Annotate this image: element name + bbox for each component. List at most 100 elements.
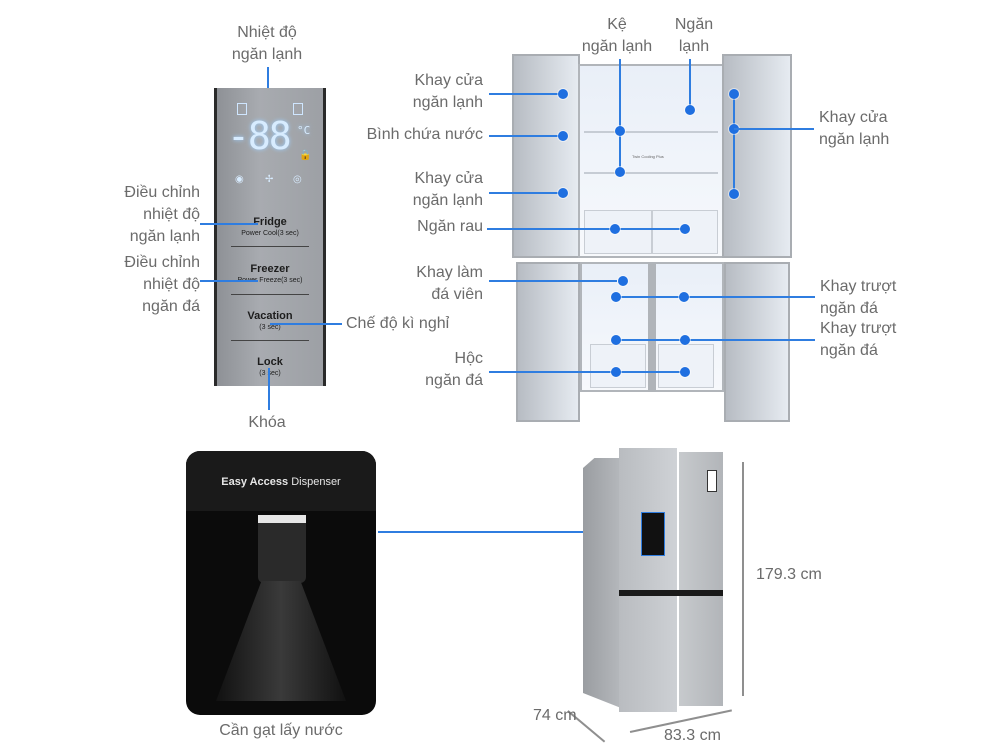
vacation-button-sub: (3 sec) xyxy=(259,324,281,331)
lock-icon: 🔒 xyxy=(299,150,312,161)
callout-line xyxy=(200,223,258,225)
vacation-icon: ✢ xyxy=(265,174,274,185)
fridge-side xyxy=(583,458,621,708)
dispenser-light xyxy=(258,515,306,523)
label-fridge-shelf: Kệ ngăn lạnh xyxy=(581,16,653,55)
callout-line xyxy=(489,192,563,194)
energy-label xyxy=(707,470,717,492)
label-ice-maker-tray: Khay làm đá viên xyxy=(416,264,483,303)
callout-dot xyxy=(611,335,621,345)
callout-line xyxy=(733,94,735,194)
dispenser-title-bold: Easy Access xyxy=(221,476,289,488)
label-door-tray-right: Khay cửa ngăn lạnh xyxy=(819,109,890,148)
divider xyxy=(231,340,309,341)
shelf-brand-text: Twin Cooling Plus xyxy=(632,154,664,159)
freezer-box-left xyxy=(590,344,646,388)
callout-dot xyxy=(729,89,739,99)
callout-dot xyxy=(558,188,568,198)
label-adjust-freezer: Điều chỉnh nhiệt độ ngăn đá xyxy=(124,254,200,315)
fridge-interior-image: Twin Cooling Plus xyxy=(512,54,792,428)
freezer-mode-icon xyxy=(293,103,303,115)
label-dispenser-lever: Cần gạt lấy nước xyxy=(219,722,343,739)
freezer-button-title: Freezer xyxy=(250,263,290,275)
label-adjust-fridge: Điều chỉnh nhiệt độ ngăn lạnh xyxy=(124,184,200,245)
callout-dot xyxy=(685,105,695,115)
shelf xyxy=(584,131,718,133)
freezer-box-right xyxy=(658,344,714,388)
callout-dot xyxy=(729,189,739,199)
callout-dot xyxy=(680,367,690,377)
label-lock: Khóa xyxy=(248,414,286,431)
label-fridge-compartment: Ngăn lạnh xyxy=(674,16,714,55)
left-upper-door xyxy=(512,54,580,258)
callout-dot xyxy=(679,292,689,302)
dispenser-image: Easy Access Dispenser xyxy=(186,451,376,715)
fridge-exterior-image xyxy=(583,444,723,714)
fridge-button-title: Fridge xyxy=(253,216,287,228)
label-door-tray-left-top: Khay cửa ngăn lạnh xyxy=(412,72,483,111)
callout-line xyxy=(489,135,563,137)
lower-left-door xyxy=(619,596,677,712)
callout-dot xyxy=(611,292,621,302)
label-freezer-slide-tray-1: Khay trượt ngăn đá xyxy=(820,278,897,317)
door-divider xyxy=(619,590,723,596)
freezer-button-sub: Power Freeze(3 sec) xyxy=(237,277,303,284)
dispenser-highlight xyxy=(641,512,665,556)
callout-dot xyxy=(615,167,625,177)
dispenser-lever[interactable] xyxy=(216,581,346,701)
height-arrow xyxy=(742,462,744,696)
label-door-tray-left-bottom: Khay cửa ngăn lạnh xyxy=(412,170,483,209)
shelf xyxy=(584,172,718,174)
vacation-button[interactable]: Vacation (3 sec) xyxy=(229,310,311,332)
callout-dot xyxy=(558,89,568,99)
left-lower-door xyxy=(516,262,580,422)
callout-dot xyxy=(558,131,568,141)
callout-dot xyxy=(611,367,621,377)
label-freezer-slide-tray-2: Khay trượt ngăn đá xyxy=(820,320,897,359)
callout-line xyxy=(489,93,563,95)
callout-dot xyxy=(680,335,690,345)
freezer-divider xyxy=(648,262,656,392)
lock-button[interactable]: Lock (3 sec) xyxy=(229,356,311,378)
fridge-button-sub: Power Cool(3 sec) xyxy=(241,230,299,237)
dispenser-header: Easy Access Dispenser xyxy=(186,451,376,511)
callout-line xyxy=(489,371,685,373)
fridge-mode-icon xyxy=(237,103,247,115)
fridge-button[interactable]: Fridge Power Cool(3 sec) xyxy=(229,216,311,238)
control-panel: -88 °C 🔒 ◉ ✢ ◎ Fridge Power Cool(3 sec) … xyxy=(214,88,326,386)
callout-line xyxy=(270,323,342,325)
right-lower-door xyxy=(724,262,790,422)
depth-dimension: 74 cm xyxy=(533,707,577,724)
dispenser-nozzle xyxy=(258,523,306,583)
callout-line xyxy=(615,296,815,298)
callout-dot xyxy=(615,126,625,136)
callout-dot xyxy=(618,276,628,286)
callout-line xyxy=(200,280,258,282)
divider xyxy=(231,294,309,295)
width-dimension: 83.3 cm xyxy=(664,727,721,744)
lock-button-title: Lock xyxy=(257,356,283,368)
vacation-button-title: Vacation xyxy=(247,310,293,322)
label-vegetable-drawer: Ngăn rau xyxy=(417,218,483,235)
callout-line xyxy=(487,228,685,230)
temperature-display: -88 xyxy=(227,114,292,158)
callout-line xyxy=(615,339,815,341)
divider xyxy=(231,246,309,247)
callout-line xyxy=(689,59,691,109)
label-water-tank: Bình chứa nước xyxy=(366,126,483,143)
callout-line xyxy=(734,128,814,130)
callout-line xyxy=(619,59,621,171)
ice-icon: ◉ xyxy=(235,174,244,185)
callout-line xyxy=(378,531,640,533)
camera-icon: ◎ xyxy=(293,174,302,185)
lower-right-door xyxy=(679,596,723,706)
freezer-button[interactable]: Freezer Power Freeze(3 sec) xyxy=(229,263,311,285)
celsius-unit: °C xyxy=(297,124,311,137)
lock-button-sub: (3 sec) xyxy=(259,370,281,377)
dispenser-title-rest: Dispenser xyxy=(288,476,341,488)
label-vacation-mode: Chế độ kì nghỉ xyxy=(346,315,450,332)
callout-line xyxy=(268,368,270,410)
callout-line xyxy=(489,280,617,282)
label-freezer-box: Hộc ngăn đá xyxy=(425,350,483,389)
height-dimension: 179.3 cm xyxy=(756,566,822,583)
